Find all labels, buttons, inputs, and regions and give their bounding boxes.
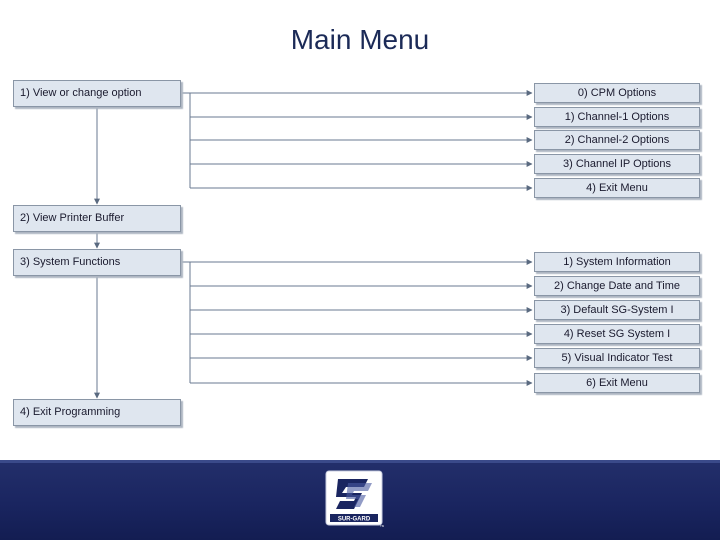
submenu-change-date-time: 2) Change Date and Time [534,276,700,296]
submenu-label: 0) CPM Options [577,86,657,99]
menu-box-label: 2) View Printer Buffer [20,212,125,224]
svg-text:SUR-GARD: SUR-GARD [338,517,371,523]
menu-box-view-change-option: 1) View or change option [13,80,181,107]
menu-box-label: 4) Exit Programming [20,406,121,418]
menu-box-exit-programming: 4) Exit Programming [13,399,181,426]
submenu-label: 2) Channel-2 Options [564,133,670,146]
submenu-reset-system: 4) Reset SG System I [534,324,700,344]
footer-divider [0,460,720,463]
flow-connectors [94,90,533,399]
submenu-label: 2) Change Date and Time [554,279,680,292]
submenu-system-information: 1) System Information [534,252,700,272]
submenu-cpm-options: 0) CPM Options [534,83,700,103]
menu-box-system-functions: 3) System Functions [13,249,181,276]
submenu-exit-menu-2: 6) Exit Menu [534,373,700,393]
submenu-label: 1) Channel-1 Options [564,110,670,123]
submenu-label: 6) Exit Menu [586,376,648,389]
menu-box-view-printer-buffer: 2) View Printer Buffer [13,205,181,232]
submenu-channel-1-options: 1) Channel-1 Options [534,107,700,127]
submenu-default-system: 3) Default SG-System I [534,300,700,320]
submenu-label: 5) Visual Indicator Test [561,351,673,364]
menu-box-label: 1) View or change option [20,87,142,99]
submenu-label: 4) Reset SG System I [563,327,671,340]
submenu-exit-menu-1: 4) Exit Menu [534,178,700,198]
submenu-label: 3) Default SG-System I [560,303,674,316]
submenu-label: 3) Channel IP Options [562,157,672,170]
menu-box-label: 3) System Functions [20,256,121,268]
page-title: Main Menu [290,24,430,55]
submenu-channel-2-options: 2) Channel-2 Options [534,130,700,150]
submenu-visual-indicator-test: 5) Visual Indicator Test [534,348,700,368]
sur-gard-logo: SUR-GARD TM [325,470,384,528]
submenu-label: 4) Exit Menu [586,181,648,194]
svg-text:TM: TM [380,524,384,528]
submenu-channel-ip-options: 3) Channel IP Options [534,154,700,174]
submenu-label: 1) System Information [563,255,671,268]
